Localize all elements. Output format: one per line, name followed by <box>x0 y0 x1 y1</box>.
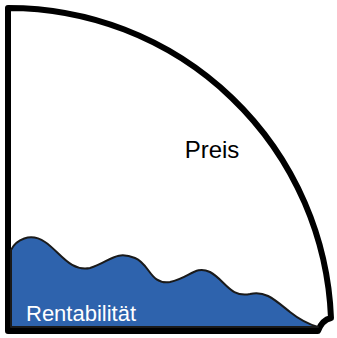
region-label: Preis <box>185 138 240 162</box>
region-label: Rentabilität <box>26 303 136 325</box>
wave-region-shape <box>11 237 318 327</box>
label-box: Preis <box>185 138 240 162</box>
label-box: Rentabilität <box>26 303 136 325</box>
wave-region: Rentabilität <box>8 230 324 331</box>
quarter-circle-shape <box>8 8 331 331</box>
